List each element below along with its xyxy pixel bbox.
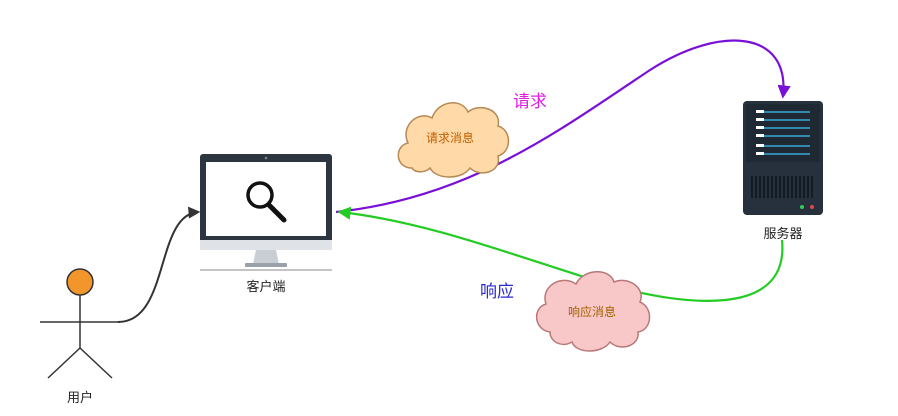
server-vent-grille	[751, 176, 813, 198]
server-node[interactable]: 服务器	[743, 101, 823, 242]
monitor-screen	[206, 162, 326, 236]
monitor-camera	[264, 156, 268, 160]
monitor-chin	[200, 240, 332, 250]
response-message-cloud: 响应消息	[536, 271, 651, 352]
user-right-leg	[79, 347, 113, 379]
request-label: 请求	[513, 92, 547, 112]
server-status-led-green	[800, 205, 804, 209]
server-label: 服务器	[763, 226, 802, 242]
request-message-label: 请求消息	[426, 130, 474, 145]
response-label: 响应	[480, 282, 514, 302]
server-drive-dots	[756, 110, 764, 155]
server-status-led-red	[810, 205, 814, 209]
user-left-leg	[47, 347, 81, 379]
user-label: 用户	[67, 390, 93, 406]
request-message-cloud: 请求消息	[397, 102, 510, 178]
response-message-label: 响应消息	[568, 304, 616, 319]
search-icon	[246, 181, 287, 223]
monitor-base	[245, 263, 287, 267]
monitor-stand	[253, 250, 279, 264]
server-drive-lines	[756, 111, 810, 155]
user-head	[66, 268, 94, 296]
user-to-client-edge	[117, 206, 201, 323]
request-edge	[335, 39, 791, 214]
user-node[interactable]: 用户	[40, 268, 120, 406]
client-label: 客户端	[246, 279, 285, 295]
client-node[interactable]: 客户端	[200, 154, 332, 295]
